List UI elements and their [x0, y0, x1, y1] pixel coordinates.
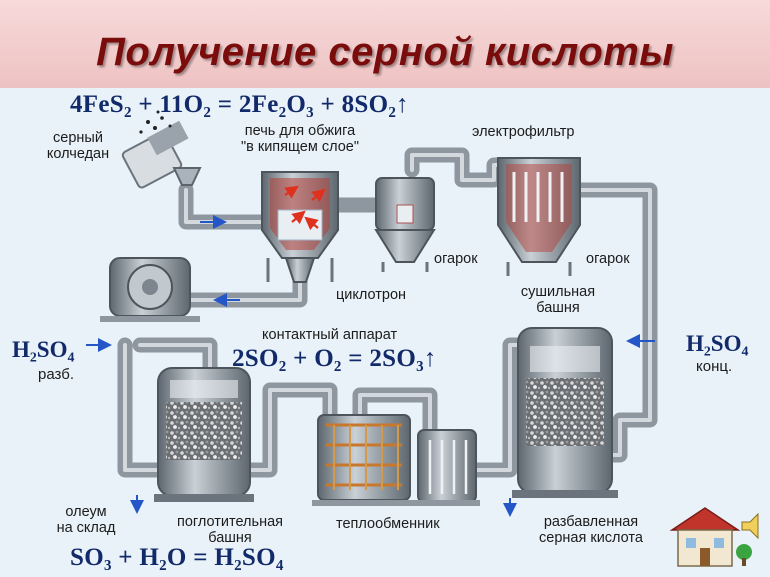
label-cinder-1: огарок: [434, 251, 478, 267]
cyclotron: [374, 177, 436, 272]
roasting-equation: 4FeS₂ + 11O₂ = 2Fe₂O₃ + 8SO₂↑: [70, 91, 409, 118]
title-band: [0, 0, 770, 88]
label-absorption-tower: поглотительная башня: [177, 514, 283, 546]
label-furnace: печь для обжига "в кипящем слое": [240, 123, 359, 155]
concentrated-acid-note: конц.: [696, 358, 733, 375]
electrofilter: [497, 157, 581, 276]
flow-arrows: [86, 215, 655, 517]
label-oleum: олеум на склад: [56, 504, 116, 536]
absorption-equation: SO₃ + H₂O = H₂SO₄: [70, 544, 284, 571]
pyrite-hopper-icon: [121, 110, 202, 189]
label-drying-tower: сушильная башня: [520, 284, 596, 316]
speaker-icon[interactable]: [741, 512, 759, 540]
home-icon[interactable]: [669, 507, 752, 567]
page-title: Получение серной кислоты: [96, 30, 674, 74]
diluted-acid-note: разб.: [38, 366, 74, 383]
label-electrofilter: электрофильтр: [472, 124, 575, 140]
concentrated-acid-formula: H₂SO₄: [686, 331, 749, 356]
drying-tower: [512, 327, 618, 498]
label-cinder-2: огарок: [586, 251, 630, 267]
contact-equation: 2SO₂ + O₂ = 2SO₃↑: [232, 345, 437, 372]
label-pyrite: серный колчедан: [46, 130, 110, 162]
blower-icon: [100, 257, 200, 322]
label-heat-exchanger: теплообменник: [336, 516, 440, 532]
heat-exchanger: [312, 429, 480, 506]
furnace: [261, 171, 339, 283]
absorption-tower: [154, 367, 254, 502]
contact-apparatus: [317, 414, 411, 501]
label-contact-apparatus: контактный аппарат: [262, 327, 398, 343]
label-cyclotron: циклотрон: [336, 287, 407, 303]
label-diluted-acid: разбавленная серная кислота: [539, 514, 643, 546]
diluted-acid-formula: H₂SO₄: [12, 337, 75, 362]
